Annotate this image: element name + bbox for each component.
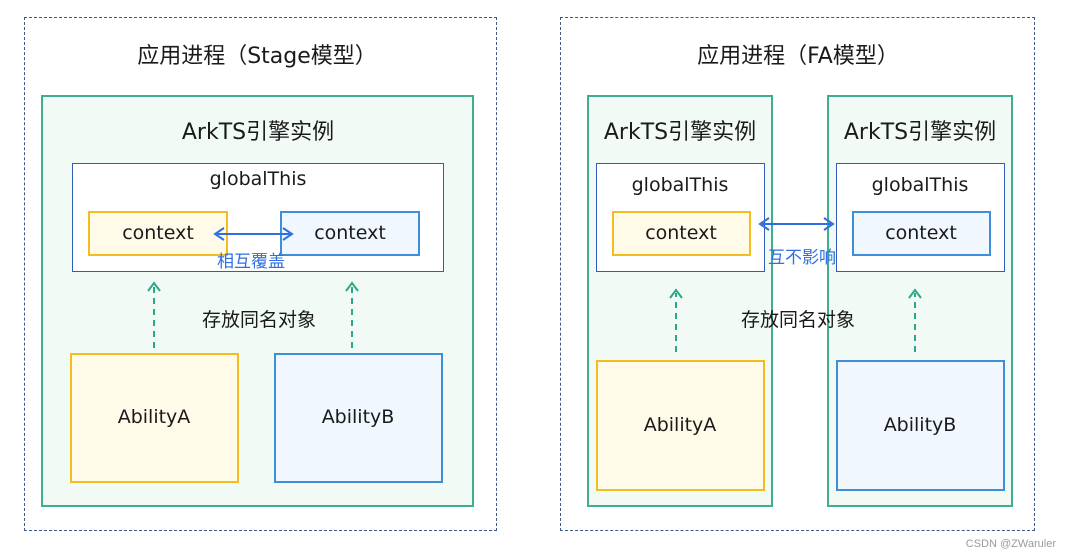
fa-ability-b-box <box>836 360 1005 491</box>
fa-context-a-label: context <box>645 222 717 244</box>
fa-engine-a-title: ArkTS引擎实例 <box>603 120 757 145</box>
fa-globalthis-b-label: globalThis <box>871 174 969 196</box>
fa-store-arrow-a <box>669 288 683 352</box>
stage-process-box <box>24 17 497 531</box>
stage-store-label: 存放同名对象 <box>201 309 317 331</box>
fa-relation-label: 互不影响 <box>768 248 836 268</box>
stage-ability-a-label: AbilityA <box>117 406 191 428</box>
fa-process-title: 应用进程（FA模型） <box>697 44 899 69</box>
stage-context-a-label: context <box>122 222 194 244</box>
fa-context-b-box <box>852 211 991 256</box>
fa-process-box <box>560 17 1035 531</box>
stage-ability-a-box <box>70 353 239 483</box>
fa-globalthis-a-label: globalThis <box>631 174 729 196</box>
fa-ability-a-box <box>596 360 765 491</box>
watermark: CSDN @ZWaruler <box>965 538 1056 550</box>
fa-ability-a-label: AbilityA <box>643 414 717 436</box>
fa-ability-b-label: AbilityB <box>883 414 957 436</box>
stage-context-b-box <box>280 211 420 256</box>
stage-ability-b-label: AbilityB <box>321 406 395 428</box>
fa-context-b-label: context <box>885 222 957 244</box>
stage-relation-label: 相互覆盖 <box>217 252 285 272</box>
stage-store-arrow-a <box>147 281 161 348</box>
stage-engine-title: ArkTS引擎实例 <box>181 120 335 145</box>
stage-context-a-box <box>88 211 228 256</box>
stage-ability-b-box <box>274 353 443 483</box>
stage-process-title: 应用进程（Stage模型） <box>137 44 377 69</box>
fa-relation-arrow <box>758 217 835 231</box>
stage-store-arrow-b <box>345 281 359 348</box>
fa-store-label: 存放同名对象 <box>740 309 856 331</box>
stage-globalthis-label: globalThis <box>209 168 307 190</box>
fa-engine-b-title: ArkTS引擎实例 <box>843 120 997 145</box>
fa-context-a-box <box>612 211 751 256</box>
fa-store-arrow-b <box>908 288 922 352</box>
stage-context-b-label: context <box>314 222 386 244</box>
stage-relation-arrow <box>213 227 294 241</box>
